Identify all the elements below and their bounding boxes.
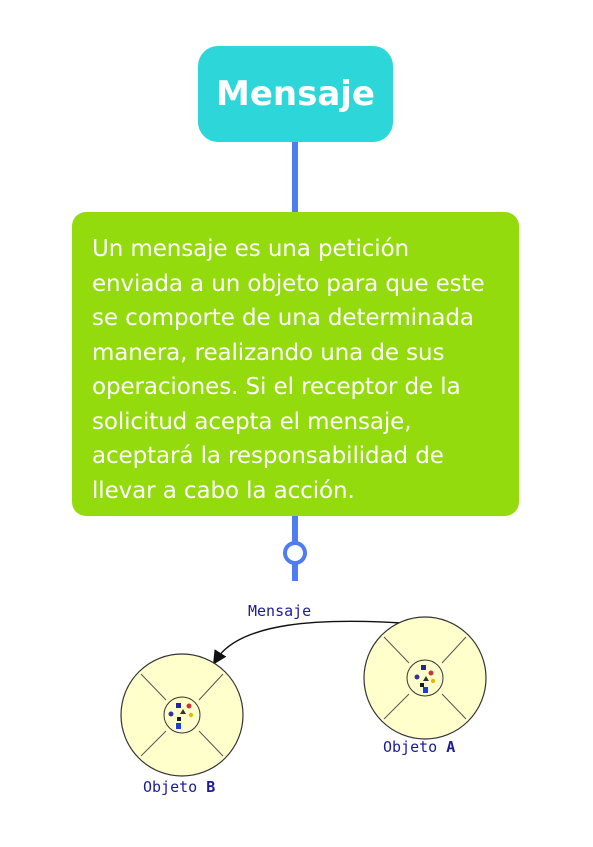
description-text: Un mensaje es una petición enviada a un … bbox=[92, 236, 485, 504]
connector-line-bottom bbox=[292, 514, 298, 544]
message-label: Mensaje bbox=[248, 602, 311, 620]
connector-line-tail bbox=[292, 563, 298, 581]
connector-end-ring bbox=[283, 541, 307, 565]
object-a bbox=[363, 616, 487, 740]
description-node[interactable]: Un mensaje es una petición enviada a un … bbox=[72, 212, 519, 516]
object-a-label: Objeto A bbox=[383, 738, 455, 756]
message-figure: Mensaje Objeto A bbox=[120, 602, 487, 796]
object-b-attributes-icon bbox=[168, 703, 194, 729]
object-b-label: Objeto B bbox=[143, 778, 215, 796]
title-text: Mensaje bbox=[216, 74, 375, 114]
title-node[interactable]: Mensaje bbox=[198, 46, 393, 142]
object-b bbox=[120, 653, 244, 777]
message-arrow bbox=[213, 620, 403, 665]
connector-line-top bbox=[292, 140, 298, 214]
object-a-attributes-icon bbox=[414, 665, 436, 693]
